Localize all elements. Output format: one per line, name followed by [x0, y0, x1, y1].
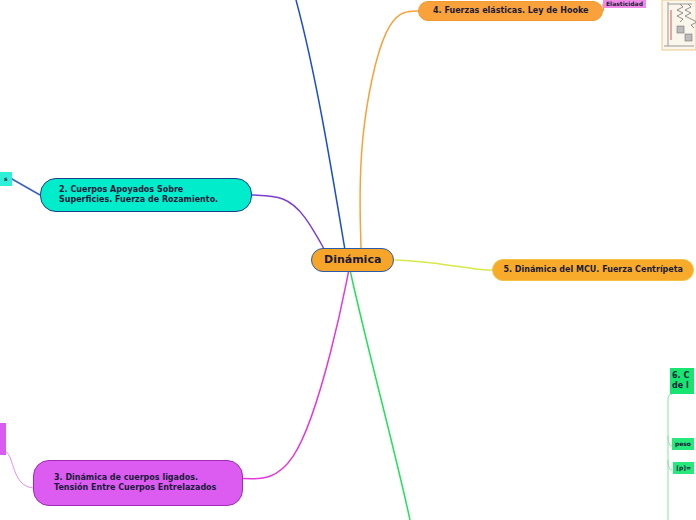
branch-line: [350, 270, 410, 520]
branch-line: [252, 195, 324, 248]
spring-illustration: [662, 0, 696, 50]
topic-box: 3. Dinámica de cuerpos ligados. Tensión …: [33, 460, 243, 506]
branch-line: [12, 179, 40, 195]
branch-line: [668, 394, 672, 520]
node-label: peso: [675, 440, 691, 448]
sub-topic-box: [p]=: [673, 462, 694, 474]
node-label: Elasticidad: [606, 0, 643, 8]
node-label: Dinámica: [324, 253, 381, 267]
node-label: s: [4, 175, 8, 183]
node-label: 2. Cuerpos Apoyados Sobre Superficies. F…: [59, 185, 237, 205]
branch-line: [360, 11, 418, 248]
branch-line: [668, 460, 672, 470]
node-label: [p]=: [676, 464, 691, 472]
sub-topic-box: s: [0, 172, 12, 186]
topic-box: 6. C de l: [670, 368, 694, 394]
node-label: 6. C de l: [672, 371, 692, 391]
sub-topic-box: Elasticidad: [603, 0, 646, 8]
topic-box: 5. Dinámica del MCU. Fuerza Centrípeta: [492, 259, 694, 281]
node-label: 3. Dinámica de cuerpos ligados. Tensión …: [54, 473, 228, 493]
topic-box: 2. Cuerpos Apoyados Sobre Superficies. F…: [40, 178, 252, 212]
branch-line: [394, 260, 492, 270]
branch-line: [6, 452, 33, 488]
node-label: 4. Fuerzas elásticas. Ley de Hooke: [433, 6, 588, 16]
sub-topic-box: peso: [672, 438, 694, 450]
sub-topic-box: [0, 423, 6, 455]
branch-line: [296, 0, 345, 250]
topic-box: 4. Fuerzas elásticas. Ley de Hooke: [418, 1, 603, 21]
central-topic: Dinámica: [311, 248, 394, 272]
branch-line: [243, 272, 349, 479]
node-label: 5. Dinámica del MCU. Fuerza Centrípeta: [503, 265, 683, 275]
